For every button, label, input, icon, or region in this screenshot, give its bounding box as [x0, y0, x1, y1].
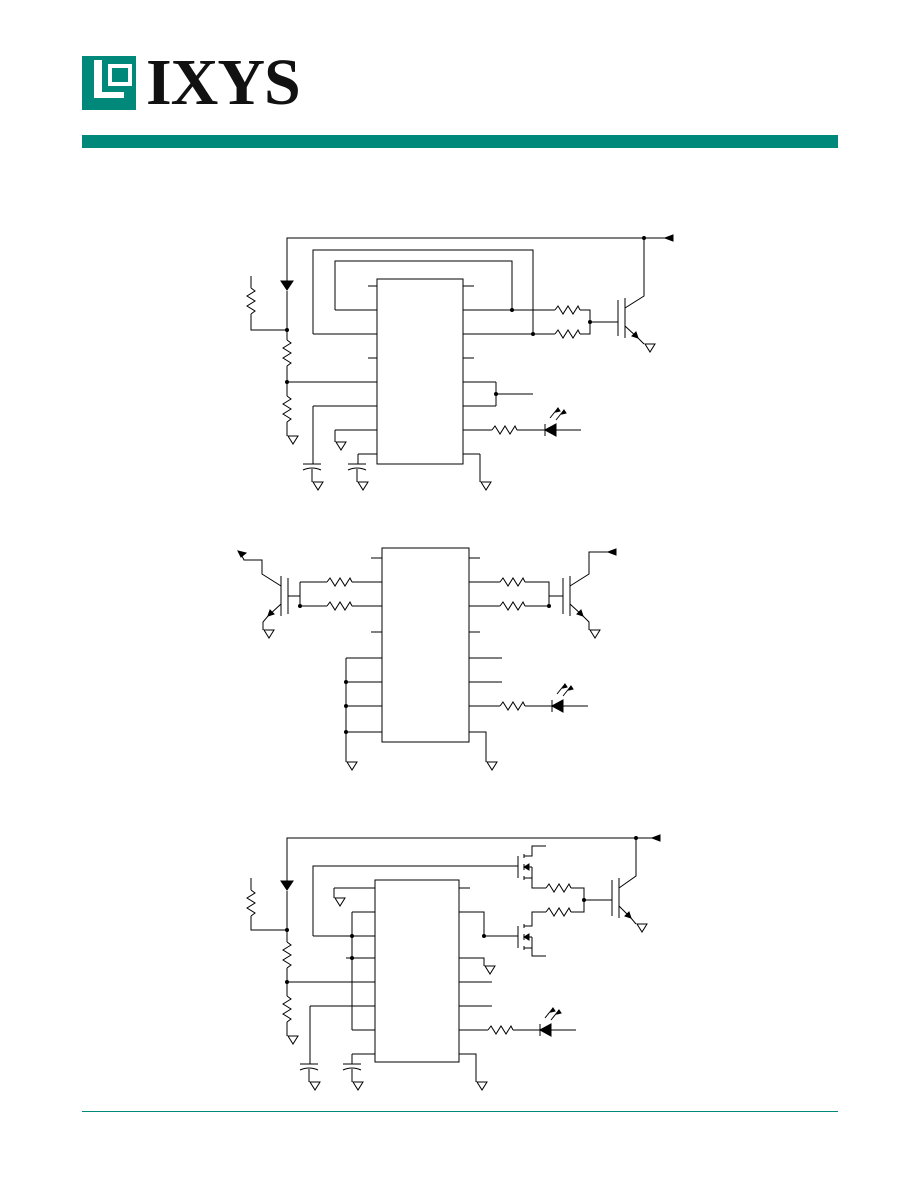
schematic-2 — [237, 547, 617, 771]
brand-name: IXYS — [146, 46, 301, 119]
ic-body — [374, 879, 460, 1063]
footer-rule — [82, 1111, 838, 1112]
header-bar — [82, 135, 838, 148]
ixys-logo: IXYS — [82, 50, 322, 116]
ic-body — [376, 278, 464, 465]
ixys-logo-mark-icon — [82, 56, 136, 110]
schematic-3 — [246, 834, 661, 1091]
ic-body — [381, 547, 470, 743]
schematic-1 — [246, 234, 674, 491]
